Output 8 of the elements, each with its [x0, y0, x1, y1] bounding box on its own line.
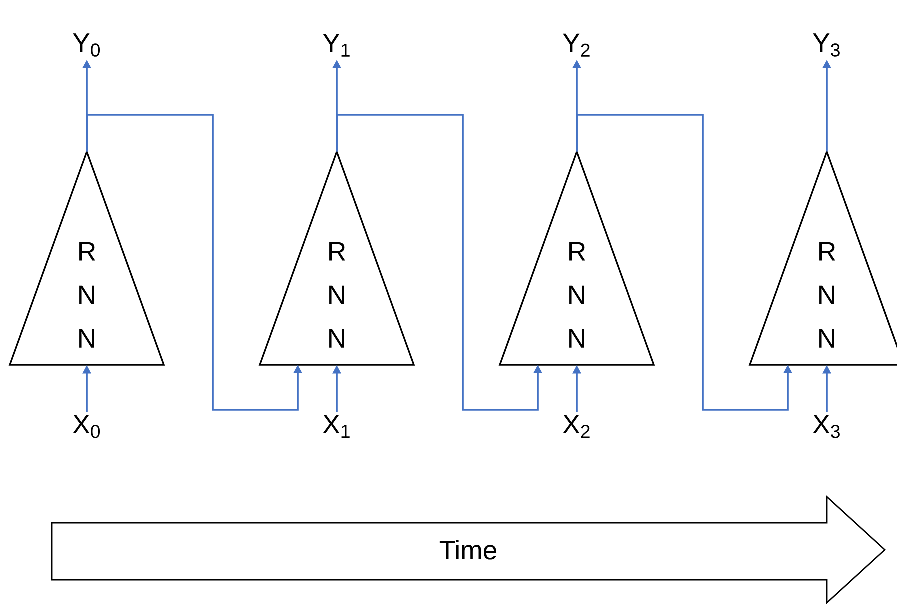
input-label: X$_{2}$: [563, 415, 590, 438]
input-label: X$_{1}$: [323, 415, 350, 438]
output-label: Y$_{1}$: [323, 34, 350, 57]
output-label: Y$_{3}$: [813, 34, 840, 57]
output-label: Y$_{2}$: [563, 34, 590, 57]
output-label: Y$_{0}$: [73, 34, 100, 57]
input-label: X$_{3}$: [813, 415, 840, 438]
input-label: X$_{0}$: [73, 415, 100, 438]
